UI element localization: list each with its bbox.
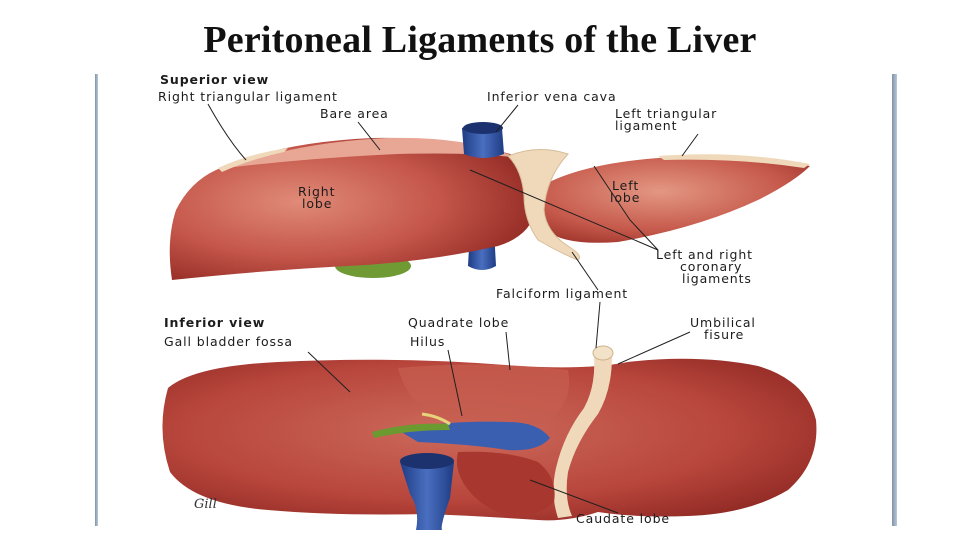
left-lobe-shape — [537, 157, 810, 243]
illustrator-signature: Gill — [194, 497, 217, 512]
label-hilus: Hilus — [410, 334, 445, 349]
inferior-view-heading: Inferior view — [164, 315, 265, 330]
label-falciform-ligament: Falciform ligament — [496, 286, 628, 301]
round-ligament-stump — [593, 346, 613, 360]
leader-ivc — [496, 105, 518, 132]
label-right-lobe-2: lobe — [302, 196, 332, 211]
label-inferior-vena-cava: Inferior vena cava — [487, 89, 617, 104]
label-coronary-3: ligaments — [682, 271, 752, 286]
leader-left-triangular — [682, 134, 698, 156]
liver-diagram: Superior view Right triangular ligament … — [98, 70, 892, 530]
ivc-inferior-opening — [400, 453, 454, 469]
ivc-top-opening — [463, 122, 503, 134]
label-umbilical-2: fisure — [704, 327, 744, 342]
superior-view-heading: Superior view — [160, 72, 269, 87]
leader-falciform — [572, 252, 598, 290]
label-quadrate-lobe: Quadrate lobe — [408, 315, 509, 330]
label-right-triangular-ligament: Right triangular ligament — [158, 89, 338, 104]
leader-quadrate-lobe — [506, 332, 510, 370]
leader-falciform-down — [596, 302, 600, 348]
leader-right-triangular — [208, 104, 246, 160]
label-left-triangular-2: ligament — [615, 118, 677, 133]
slide-title: Peritoneal Ligaments of the Liver — [0, 18, 960, 62]
label-gall-bladder-fossa: Gall bladder fossa — [164, 334, 293, 349]
label-caudate-lobe: Caudate lobe — [576, 511, 670, 526]
right-frame-border — [892, 74, 897, 526]
label-bare-area: Bare area — [320, 106, 389, 121]
